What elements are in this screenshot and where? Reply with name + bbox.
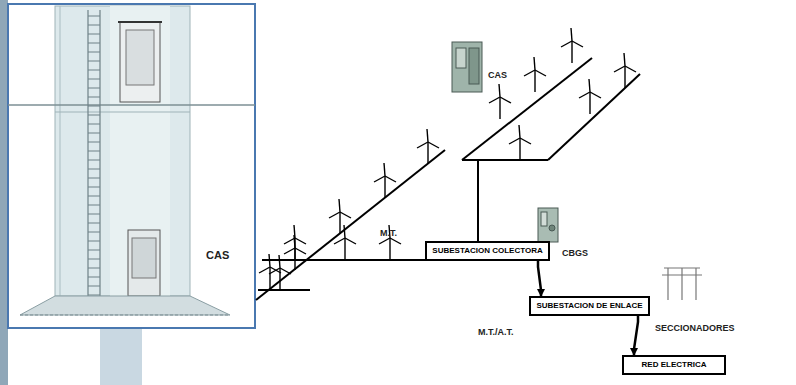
- substation-box: RED ELECTRICA: [622, 355, 726, 375]
- component-label: CAS: [488, 70, 507, 80]
- voltage-label: M.T.: [380, 228, 397, 238]
- voltage-label: M.T./A.T.: [478, 327, 514, 337]
- flow-arrow: [538, 261, 541, 296]
- component-label: CBGS: [562, 248, 588, 258]
- substation-box: SUBESTACION DE ENLACE: [529, 296, 650, 316]
- component-label: SECCIONADORES: [655, 323, 735, 333]
- box-text: SUBESTACION COLECTORA: [431, 246, 544, 256]
- box-text: RED ELECTRICA: [628, 360, 720, 370]
- flow-arrow: [634, 316, 638, 355]
- component-label: CAS: [206, 249, 229, 261]
- box-text: SUBESTACION DE ENLACE: [535, 301, 644, 311]
- substation-box: SUBESTACION COLECTORA: [425, 241, 550, 261]
